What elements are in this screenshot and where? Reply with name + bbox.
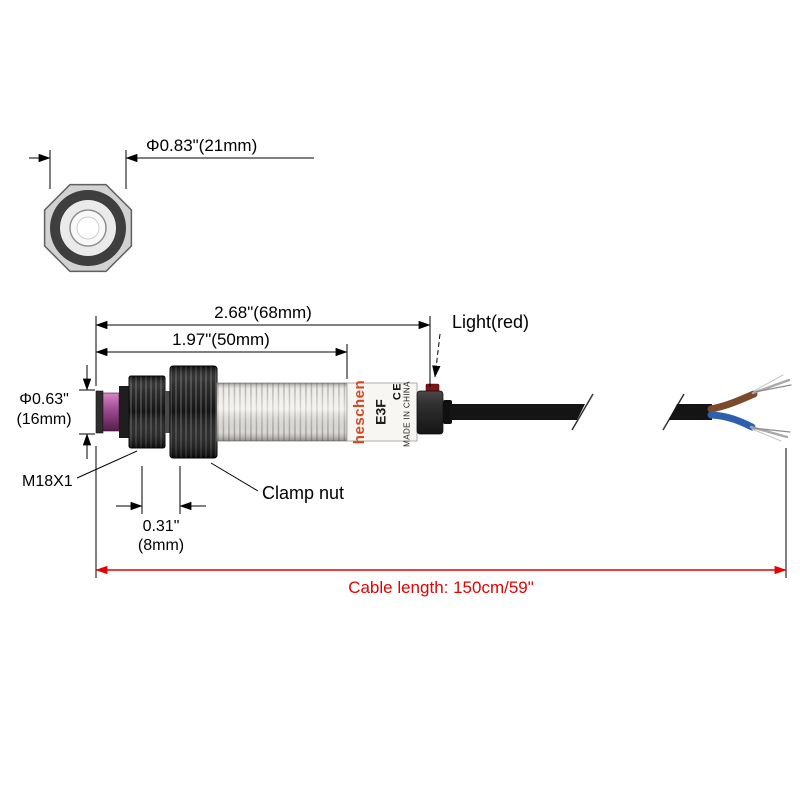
front-bezel [95,390,104,434]
nut-width-dimension [116,466,206,514]
label-background [346,382,418,442]
thread-leader-line [76,450,138,479]
sensor-side-view: heschen E3F CE MADE IN CHINA [95,365,444,459]
total-length-label: 2.68"(68mm) [214,303,312,322]
clamp-nut-front [128,375,166,449]
front-view [43,183,133,273]
wire-strands-brown [751,374,792,395]
strand [753,374,784,392]
wire-blue [707,411,756,431]
origin-marking: MADE IN CHINA [403,381,412,447]
threaded-barrel [216,382,348,442]
lens-diameter-label-line1: Φ0.63" [19,391,69,408]
nut-spacer [165,391,170,433]
lens-diameter-label-line2: (16mm) [16,411,71,428]
cable-length-label: Cable length: 150cm/59" [348,578,534,597]
brand-marking: heschen [351,380,368,444]
lens-diameter-dimension [79,365,95,459]
wire-strands-blue [749,425,791,442]
cable-break-mark [571,393,594,431]
thread-spec-label: M18X1 [22,473,73,490]
thread-length-label: 1.97"(50mm) [172,330,270,349]
cable-assembly [443,374,792,442]
clamp-nut-label: Clamp nut [262,483,344,503]
model-marking: E3F [373,399,389,425]
ce-marking: CE [392,382,404,400]
nut-width-label-line1: 0.31" [143,518,180,535]
clamp-nut-rear [169,365,218,459]
light-label: Light(red) [452,312,529,332]
label-section: heschen E3F CE MADE IN CHINA [346,380,418,447]
wire-brown [707,390,758,413]
clamp-nut-rear-shade [170,366,217,458]
inner-ring [76,216,100,240]
clamp-nut-leader-line [210,462,259,492]
light-callout: Light(red) [432,312,529,378]
front-diameter-label: Φ0.83"(21mm) [146,136,257,155]
clamp-nut-front-shade [129,376,165,448]
cable-length-dimension: Cable length: 150cm/59" [95,446,787,597]
strand [752,427,791,433]
cable-segment-right [669,404,712,420]
front-diameter-dimension [29,150,314,189]
cable-segment-left [450,404,585,420]
rear-cap [416,390,444,435]
sensor-lens [102,392,120,432]
nut-width-label-line2: (8mm) [138,537,184,554]
lens-retainer-ring [119,386,129,438]
cable-gland [443,400,452,424]
strand [754,384,792,393]
strand [751,428,782,442]
light-leader-dashed [432,333,441,378]
length-dimensions [95,316,431,387]
threaded-barrel-shade [217,383,347,441]
